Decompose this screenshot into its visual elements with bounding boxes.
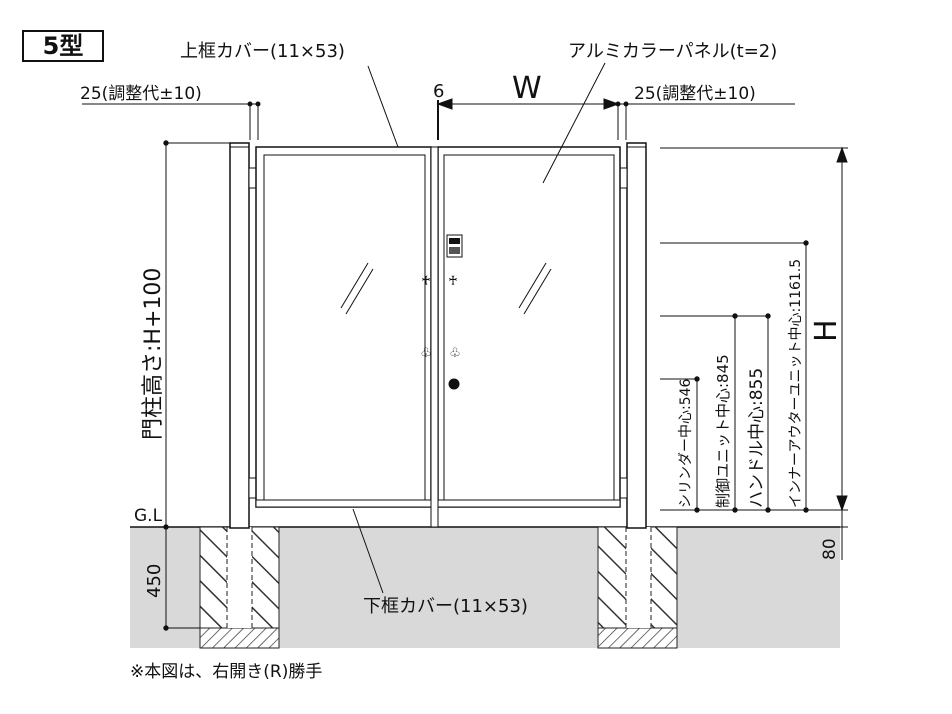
footnote: ※本図は、右開き(R)勝手	[130, 662, 323, 682]
post-height-label: 門柱高さ:H+100	[141, 268, 166, 440]
left-gate-leaf	[255, 146, 432, 508]
dimension-adjust-left	[82, 101, 261, 140]
handle-center-label: ハンドル中心:855	[747, 368, 767, 508]
gl-label: G.L	[134, 506, 163, 526]
handle-icons: ♰ ♰ ♧ ♧	[420, 274, 461, 361]
left-foundation	[199, 526, 280, 649]
control-unit-icon	[446, 234, 463, 258]
dimension-adjust-right	[615, 101, 795, 140]
bottom-frame-cover-label: 下框カバー(11×53)	[363, 596, 528, 617]
hinges	[248, 167, 628, 499]
panel-label: アルミカラーパネル(t=2)	[568, 41, 777, 62]
top-frame-cover-label: 上框カバー(11×53)	[180, 41, 345, 62]
control-unit-center-label: 制御ユニット中心:845	[714, 354, 732, 508]
right-gate-leaf	[437, 146, 621, 508]
right-post	[626, 142, 647, 529]
right-foundation	[597, 526, 678, 649]
footing-label: 80	[820, 538, 840, 560]
adjust-left-label: 25(調整代±10)	[80, 84, 202, 104]
width-label: W	[512, 71, 542, 106]
svg-text:♰: ♰	[448, 274, 458, 289]
dimension-post-height	[163, 140, 230, 631]
depth-label: 450	[144, 564, 165, 598]
inner-outer-unit-center-label: インナーアウターユニット中心:1161.5	[788, 259, 804, 508]
svg-text:♰: ♰	[421, 274, 431, 289]
dimension-unit-centers	[660, 240, 809, 513]
leader-lines	[352, 62, 606, 594]
gap-label: 6	[433, 81, 444, 102]
height-label: H	[809, 319, 844, 342]
svg-text:♧: ♧	[449, 346, 461, 361]
cylinder-center-label: シリンダー中心:546	[678, 378, 694, 508]
dimension-height	[660, 146, 848, 560]
left-post	[229, 142, 250, 529]
cylinder-lock-icon	[448, 378, 460, 390]
center-stile	[430, 146, 439, 528]
dimension-width	[436, 98, 620, 140]
model-type-label: 5型	[22, 30, 104, 62]
adjust-right-label: 25(調整代±10)	[634, 84, 756, 104]
svg-text:♧: ♧	[420, 346, 432, 361]
